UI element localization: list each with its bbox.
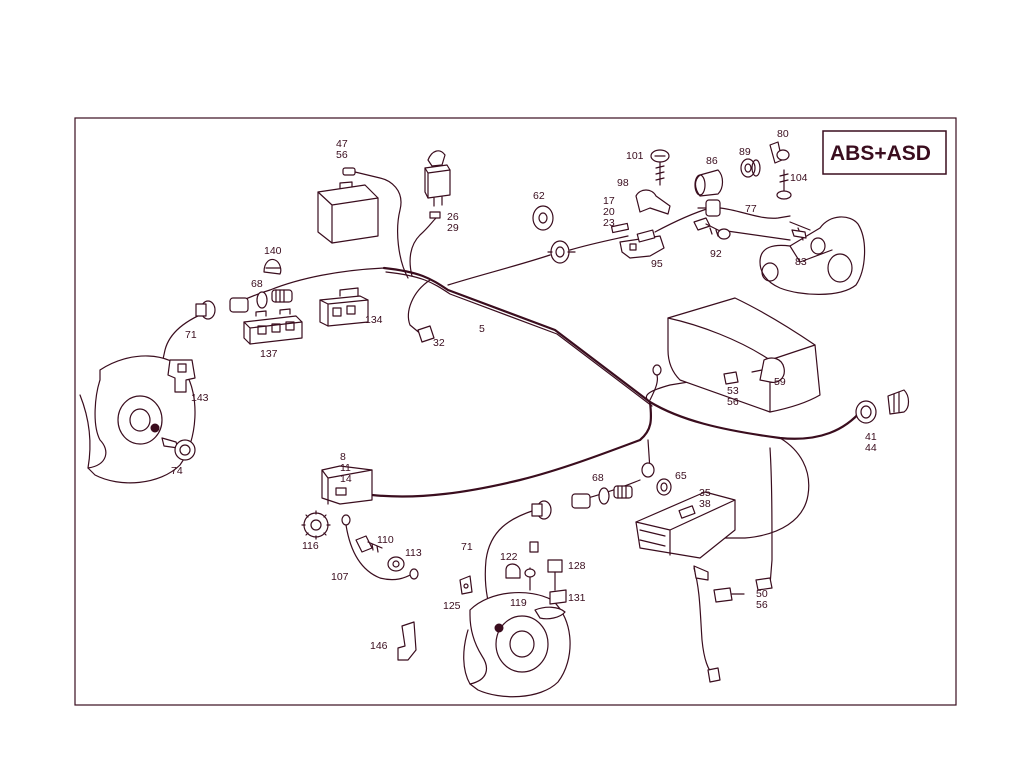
plug-17 (610, 222, 630, 234)
grommet-62 (532, 205, 576, 264)
callout-59: 59 (774, 376, 786, 388)
callout-119: 119 (510, 597, 527, 609)
screw-104 (776, 169, 792, 200)
callout-125: 125 (443, 600, 461, 612)
washer-113 (387, 556, 405, 572)
connector-block-134 (319, 287, 369, 327)
callout-143: 143 (191, 392, 209, 404)
callout-77: 77 (745, 203, 757, 215)
cable-50 (693, 565, 773, 683)
reservoir-59 (667, 297, 821, 413)
callout-86: 86 (706, 155, 718, 167)
ring-terminal (652, 364, 662, 376)
callout-89: 89 (739, 146, 751, 158)
callout-128: 128 (568, 560, 586, 572)
bolt-74 (161, 437, 196, 461)
clamp-131 (549, 589, 567, 605)
sprocket-116 (301, 510, 331, 540)
bolt-110 (355, 535, 383, 553)
bracket-80 (769, 141, 790, 164)
callout-92: 92 (710, 248, 722, 260)
callout-74: 74 (171, 465, 183, 477)
callout-83: 83 (795, 256, 807, 268)
diagram-frame (74, 117, 957, 706)
connector-68-left (229, 289, 293, 313)
grommet-89 (740, 158, 761, 178)
control-module-35 (635, 491, 736, 559)
grommet-65 (641, 462, 672, 496)
ground-cable-107 (341, 514, 419, 581)
callout-98: 98 (617, 177, 629, 189)
badge-label: ABS+ASD (830, 142, 931, 165)
callout-131: 131 (568, 592, 586, 604)
callout-68-middle: 68 (592, 472, 604, 484)
speed-sensor-71-front (195, 300, 216, 320)
bracket-125 (459, 575, 473, 595)
plug-122 (505, 541, 539, 579)
bolt-92 (693, 217, 731, 240)
callout-122: 122 (500, 551, 518, 563)
callout-140: 140 (264, 245, 282, 257)
callout-68-left: 68 (251, 278, 263, 290)
abs-asd-badge: ABS+ASD (822, 130, 947, 175)
callout-110: 110 (377, 534, 394, 546)
callout-71-rear: 71 (461, 541, 473, 553)
callout-116: 116 (302, 540, 319, 552)
callout-32: 32 (433, 337, 445, 349)
callout-71-left: 71 (185, 329, 197, 341)
speed-sensor-71-rear (531, 500, 552, 520)
bushing-86 (694, 169, 724, 197)
callout-95: 95 (651, 258, 663, 270)
callout-104: 104 (790, 172, 808, 184)
bracket-146 (397, 621, 417, 661)
bracket-95 (619, 229, 665, 259)
callout-146: 146 (370, 640, 388, 652)
callout-107: 107 (331, 571, 349, 583)
bracket-119 (534, 606, 566, 620)
plug-32 (417, 325, 435, 343)
grommet-41 (855, 389, 910, 424)
callout-65: 65 (675, 470, 687, 482)
bolt-128 (524, 559, 563, 591)
callout-5: 5 (479, 323, 485, 335)
callout-137: 137 (260, 348, 278, 360)
callout-101: 101 (626, 150, 644, 162)
callout-80: 80 (777, 128, 789, 140)
speed-sensor-77 (697, 199, 721, 217)
connector-137 (243, 308, 303, 345)
screw-101 (650, 149, 670, 186)
grommet-140 (263, 258, 282, 275)
relay-26 (424, 150, 451, 219)
callout-113: 113 (405, 547, 422, 559)
callout-62: 62 (533, 190, 545, 202)
clip-98 (635, 189, 671, 215)
callout-134: 134 (365, 314, 383, 326)
control-unit-47 (317, 167, 379, 244)
bracket-8 (321, 465, 373, 505)
connector-53 (723, 371, 739, 385)
rear-axle-83 (759, 216, 866, 295)
sensor-bracket-143 (167, 359, 196, 393)
connector-68-middle (571, 485, 633, 509)
